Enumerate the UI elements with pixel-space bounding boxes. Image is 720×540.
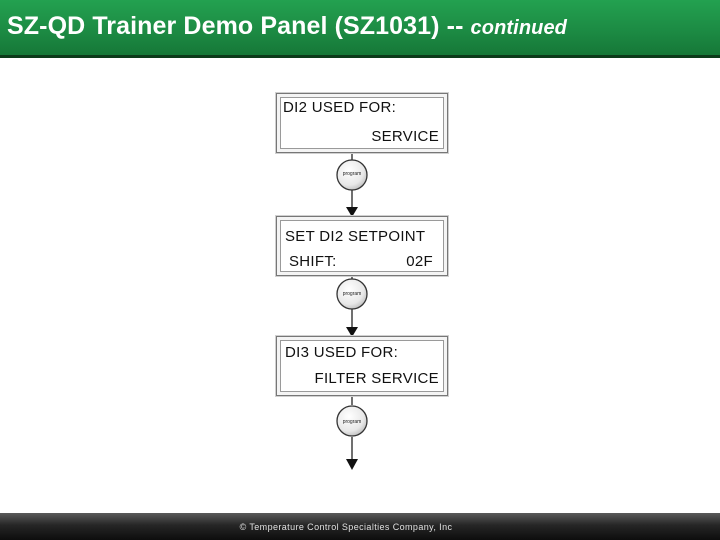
program-button-1-label: program	[342, 171, 362, 177]
title-bar-shadow	[0, 55, 720, 58]
arrow-down-icon	[346, 327, 358, 337]
lcd-line-1: DI3 USED FOR:	[285, 344, 399, 361]
program-button-2-label: program	[342, 291, 362, 297]
slide-title: SZ-QD Trainer Demo Panel (SZ1031) -- con…	[7, 12, 567, 41]
lcd-screen-inner	[280, 97, 444, 149]
lcd-screen-di2-setpoint: SET DI2 SETPOINT SHIFT: 02F	[276, 216, 448, 276]
title-main: SZ-QD Trainer Demo Panel (SZ1031) --	[7, 12, 464, 40]
lcd-line-1: DI2 USED FOR:	[283, 99, 397, 116]
program-button-3	[336, 405, 368, 437]
lcd-screen-di3-used-for: DI3 USED FOR: FILTER SERVICE	[276, 336, 448, 396]
program-button-3-label: program	[342, 419, 362, 425]
lcd-shift-label: SHIFT:	[289, 253, 337, 270]
arrow-down-icon	[346, 207, 358, 217]
title-bar: SZ-QD Trainer Demo Panel (SZ1031) -- con…	[0, 0, 720, 58]
lcd-screen-di2-used-for: DI2 USED FOR: SERVICE	[276, 93, 448, 153]
lcd-line-2: SERVICE	[371, 128, 439, 145]
lcd-shift-value: 02F	[406, 253, 433, 270]
lcd-line-2: FILTER SERVICE	[314, 370, 439, 387]
arrow-down-icon	[346, 459, 358, 470]
program-button-1	[336, 159, 368, 191]
title-continued: continued	[470, 17, 567, 39]
lcd-screen-inner	[280, 220, 444, 272]
footer-bar: © Temperature Control Specialties Compan…	[0, 513, 720, 540]
lcd-line-1: SET DI2 SETPOINT	[285, 228, 426, 245]
program-button-2	[336, 278, 368, 310]
lcd-screen-inner	[280, 340, 444, 392]
copyright-text: © Temperature Control Specialties Compan…	[239, 522, 453, 532]
